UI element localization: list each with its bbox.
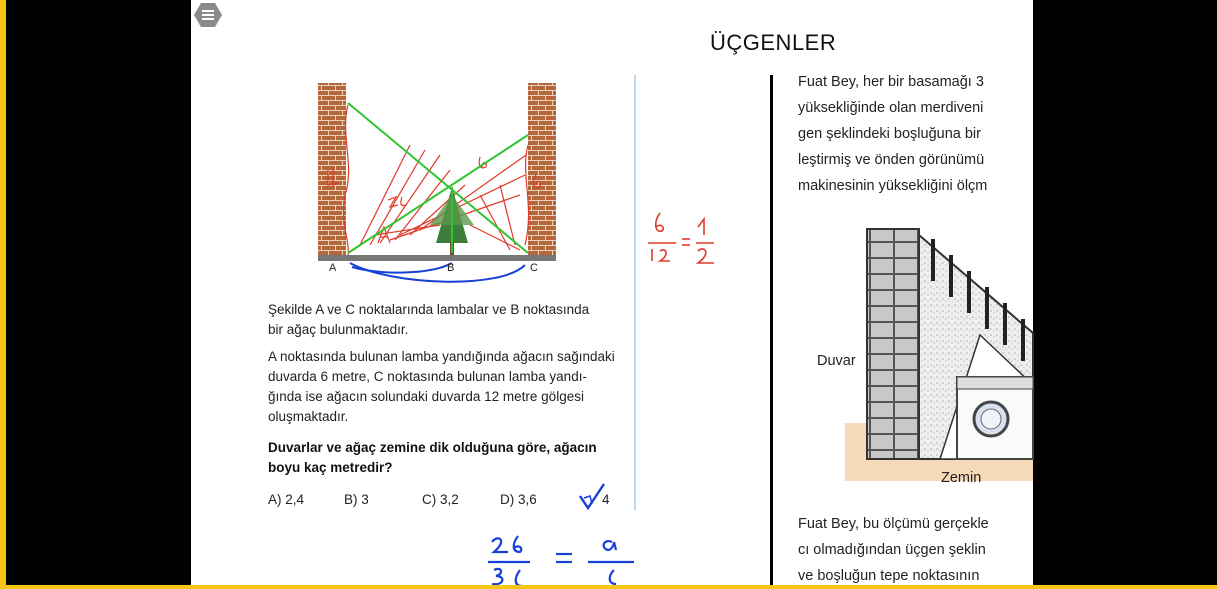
menu-button[interactable] [194, 2, 222, 28]
question-text-2c: ğında ise ağacın solundaki duvarda 12 me… [268, 389, 584, 404]
left-frame-border [0, 0, 6, 589]
choice-a[interactable]: A) 2,4 [268, 492, 305, 507]
ground [318, 255, 556, 261]
stair-figure [845, 228, 1034, 481]
triangle-figure [318, 83, 556, 283]
block-wall [866, 228, 920, 460]
left-wall [318, 83, 346, 255]
stair-rails [931, 239, 1025, 361]
checkmark-icon [579, 483, 605, 511]
right-text-line-5: makinesinin yüksekliğini ölçm [798, 178, 988, 194]
bottom-frame-border [0, 585, 1217, 589]
right-text-line-2: yüksekliğinde olan merdiveni [798, 100, 984, 116]
choice-e[interactable]: 4 [602, 492, 610, 507]
right-text-line-4: leştirmiş ve önden görünümü [798, 152, 985, 168]
question-text-1: Şekilde A ve C noktalarında lambalar ve … [268, 302, 590, 317]
right-bottom-line-2: cı olmadığından üçgen şeklin [798, 542, 986, 558]
page-title: ÜÇGENLER [710, 30, 837, 55]
choice-c[interactable]: C) 3,2 [422, 492, 459, 507]
question-prompt-b: boyu kaç metredir? [268, 460, 393, 475]
floor-label: Zemin [941, 470, 982, 486]
handwritten-ratio-1 [648, 212, 714, 264]
hamburger-icon [202, 10, 214, 20]
washing-machine [956, 376, 1034, 460]
handwritten-ratio-2 [488, 535, 634, 588]
right-bottom-line-3: ve boşluğun tepe noktasının [798, 568, 980, 584]
question-text-2a: A noktasında bulunan lamba yandığında ağ… [268, 349, 615, 364]
right-text-line-3: gen şeklindeki boşluğuna bir [798, 126, 981, 142]
choice-b[interactable]: B) 3 [344, 492, 369, 507]
right-wall [528, 83, 556, 255]
right-text-line-1: Fuat Bey, her bir basamağı 3 [798, 74, 984, 90]
point-b-label: B [447, 262, 455, 274]
light-lines [347, 102, 529, 254]
question-prompt-a: Duvarlar ve ağaç zemine dik olduğuna gör… [268, 440, 597, 455]
question-text-1b: bir ağaç bulunmaktadır. [268, 322, 409, 337]
column-divider [770, 75, 773, 585]
question-text-2d: oluşmaktadır. [268, 409, 349, 424]
question-text-2b: duvarda 6 metre, C noktasında bulunan la… [268, 369, 587, 384]
red-hatching [327, 104, 541, 256]
point-c-label: C [530, 262, 538, 274]
answer-choices: A) 2,4 B) 3 C) 3,2 D) 3,6 4 [268, 492, 628, 512]
point-a-label: A [329, 262, 337, 274]
right-bottom-line-1: Fuat Bey, bu ölçümü gerçekle [798, 516, 989, 532]
wall-label: Duvar [817, 353, 856, 369]
column-guide-line [634, 75, 636, 510]
choice-d[interactable]: D) 3,6 [500, 492, 537, 507]
